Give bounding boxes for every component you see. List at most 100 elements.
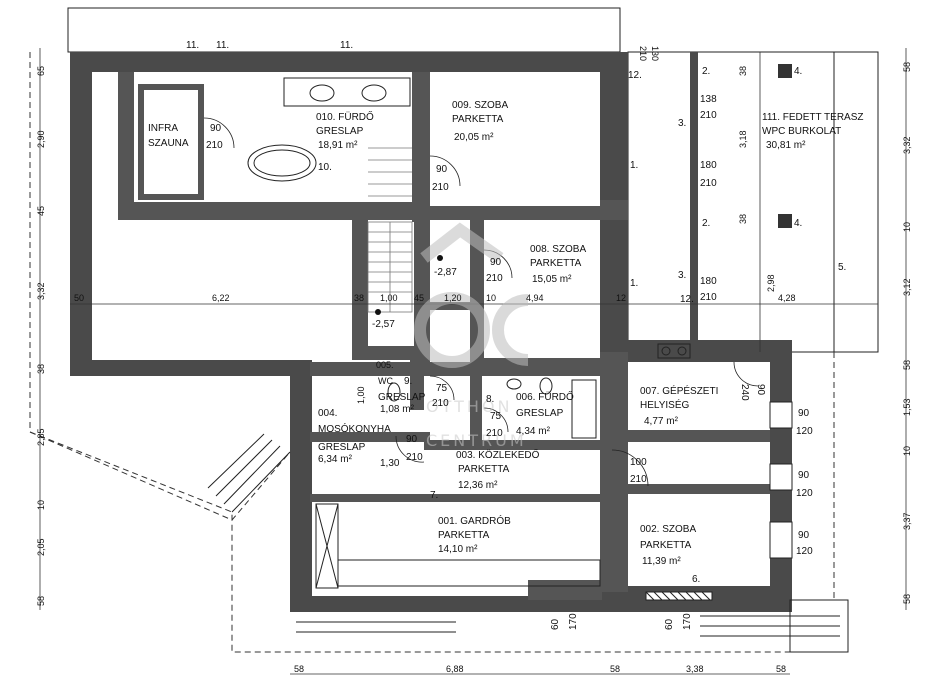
marker-3: 3. [678, 118, 686, 129]
door-18-w: 90 [755, 384, 766, 396]
room-005-floor: GRESLAP [378, 392, 426, 403]
room-008-area: 15,05 m² [532, 274, 572, 285]
room-010-area: 18,91 m² [318, 140, 358, 151]
door-18-h: 240 [739, 384, 750, 401]
dim-100: 1,00 [356, 386, 366, 404]
door-13-h: 120 [796, 488, 813, 499]
door-10-h: 210 [700, 178, 717, 189]
dim-middle: 50 [74, 293, 84, 303]
marker-11: 11. [216, 40, 229, 51]
dim-bottom: 3,38 [686, 664, 704, 674]
door-5-w: 75 [490, 411, 502, 422]
door-12-w: 90 [798, 408, 810, 419]
door-12-h: 120 [796, 426, 813, 437]
sink-icon [361, 84, 387, 102]
room-008-name: 008. SZOBA [530, 244, 586, 255]
eave-line-left [29, 52, 790, 653]
terrace-outline [627, 51, 879, 353]
dim-left: 2,85 [36, 428, 46, 446]
dim-middle: 2,98 [766, 274, 776, 292]
room-001-floor: PARKETTA [438, 530, 490, 541]
vanity-counter [283, 77, 411, 107]
dim-right: 58 [902, 62, 912, 72]
door-10-w: 180 [700, 160, 717, 171]
watermark: OTTHON CENTRUM [414, 222, 529, 450]
dim-right: 3,12 [902, 278, 912, 296]
room-004-floor: GRESLAP [318, 442, 366, 453]
marker-5: 5. [838, 262, 846, 273]
marker-1: 1. [630, 278, 638, 289]
door-7-w: 100 [630, 457, 647, 468]
marker-1: 1. [630, 160, 638, 171]
dim-left: 10 [36, 500, 46, 510]
marker-3: 3. [678, 270, 686, 281]
door-3-w: 90 [406, 434, 418, 445]
room-008-floor: PARKETTA [530, 258, 582, 269]
marker-11: 11. [186, 40, 199, 51]
door-15-w: 60 [550, 618, 561, 630]
door-16-h: 170 [682, 613, 693, 630]
dims-terrace: 38 3,18 38 [738, 66, 748, 224]
room-009-name: 009. SZOBA [452, 100, 508, 111]
door-14-h: 120 [796, 546, 813, 557]
room-004-area: 6,34 m² [318, 454, 353, 465]
dims-bottom: 58 6,88 58 3,38 58 [294, 664, 786, 674]
marker-4: 4. [794, 66, 802, 77]
dim-middle: 4,28 [778, 293, 796, 303]
door-11-h: 210 [700, 292, 717, 303]
pillar-icon [778, 64, 792, 78]
door-4-h: 210 [432, 398, 449, 409]
marker-7: 7. [430, 490, 438, 501]
door-2-h: 210 [486, 273, 503, 284]
dim-middle: 4,94 [526, 293, 544, 303]
door-4-w: 75 [436, 383, 448, 394]
room-003-floor: PARKETTA [458, 464, 510, 475]
dim-right: 3,37 [902, 512, 912, 530]
door-11-w: 180 [700, 276, 717, 287]
dims-right: 58 3,32 10 3,12 58 1,53 10 3,37 58 [902, 62, 912, 604]
marker-4: 4. [794, 218, 802, 229]
watermark-line1: OTTHON [426, 397, 512, 416]
dim-right: 58 [902, 360, 912, 370]
door-15-h: 170 [568, 613, 579, 630]
bathtub-icon [247, 144, 317, 182]
door-2-w: 90 [490, 257, 502, 268]
dim-left: 2,05 [36, 538, 46, 556]
door-17-w: 130 [650, 46, 660, 61]
boiler-icon [657, 343, 691, 359]
dim-right: 10 [902, 446, 912, 456]
room-005-wc: WC [378, 376, 393, 386]
dim-middle: 1,20 [444, 293, 462, 303]
dim-bottom: 58 [776, 664, 786, 674]
door-labels: 90 210 90 210 90 210 90 210 75 210 75 21… [206, 46, 813, 630]
room-010-floor: GRESLAP [316, 126, 364, 137]
dim-130: 1,30 [380, 458, 400, 469]
dim-bottom: 58 [610, 664, 620, 674]
marker-2: 2. [702, 218, 710, 229]
marker-8: 8. [486, 394, 494, 405]
room-004-name: 004. [318, 408, 337, 419]
dim-middle: 10 [486, 293, 496, 303]
room-002-area: 11,39 m² [642, 556, 681, 567]
level-marker-icon [375, 309, 381, 315]
door-0-w: 90 [210, 123, 222, 134]
dim-left: 2,90 [36, 130, 46, 148]
watermark-line2: CENTRUM [426, 431, 527, 450]
dim-middle: 45 [414, 293, 424, 303]
dim-middle: 6,22 [212, 293, 230, 303]
room-009-floor: PARKETTA [452, 114, 504, 125]
room-004-line2: MOSÓKONYHA [318, 422, 391, 435]
dim-right: 10 [902, 222, 912, 232]
dim-left: 65 [36, 66, 46, 76]
door-1-w: 90 [436, 164, 448, 175]
room-005-area: 1,08 m² [380, 404, 415, 415]
toilet-icon [539, 377, 553, 395]
door-9-h: 210 [700, 110, 717, 121]
dim-middle: 38 [354, 293, 364, 303]
door-7-h: 210 [630, 474, 647, 485]
room-111-floor: WPC BURKOLAT [762, 126, 841, 137]
room-003-area: 12,36 m² [458, 480, 498, 491]
marker-9: 9. [404, 376, 412, 387]
staircase [367, 147, 413, 313]
